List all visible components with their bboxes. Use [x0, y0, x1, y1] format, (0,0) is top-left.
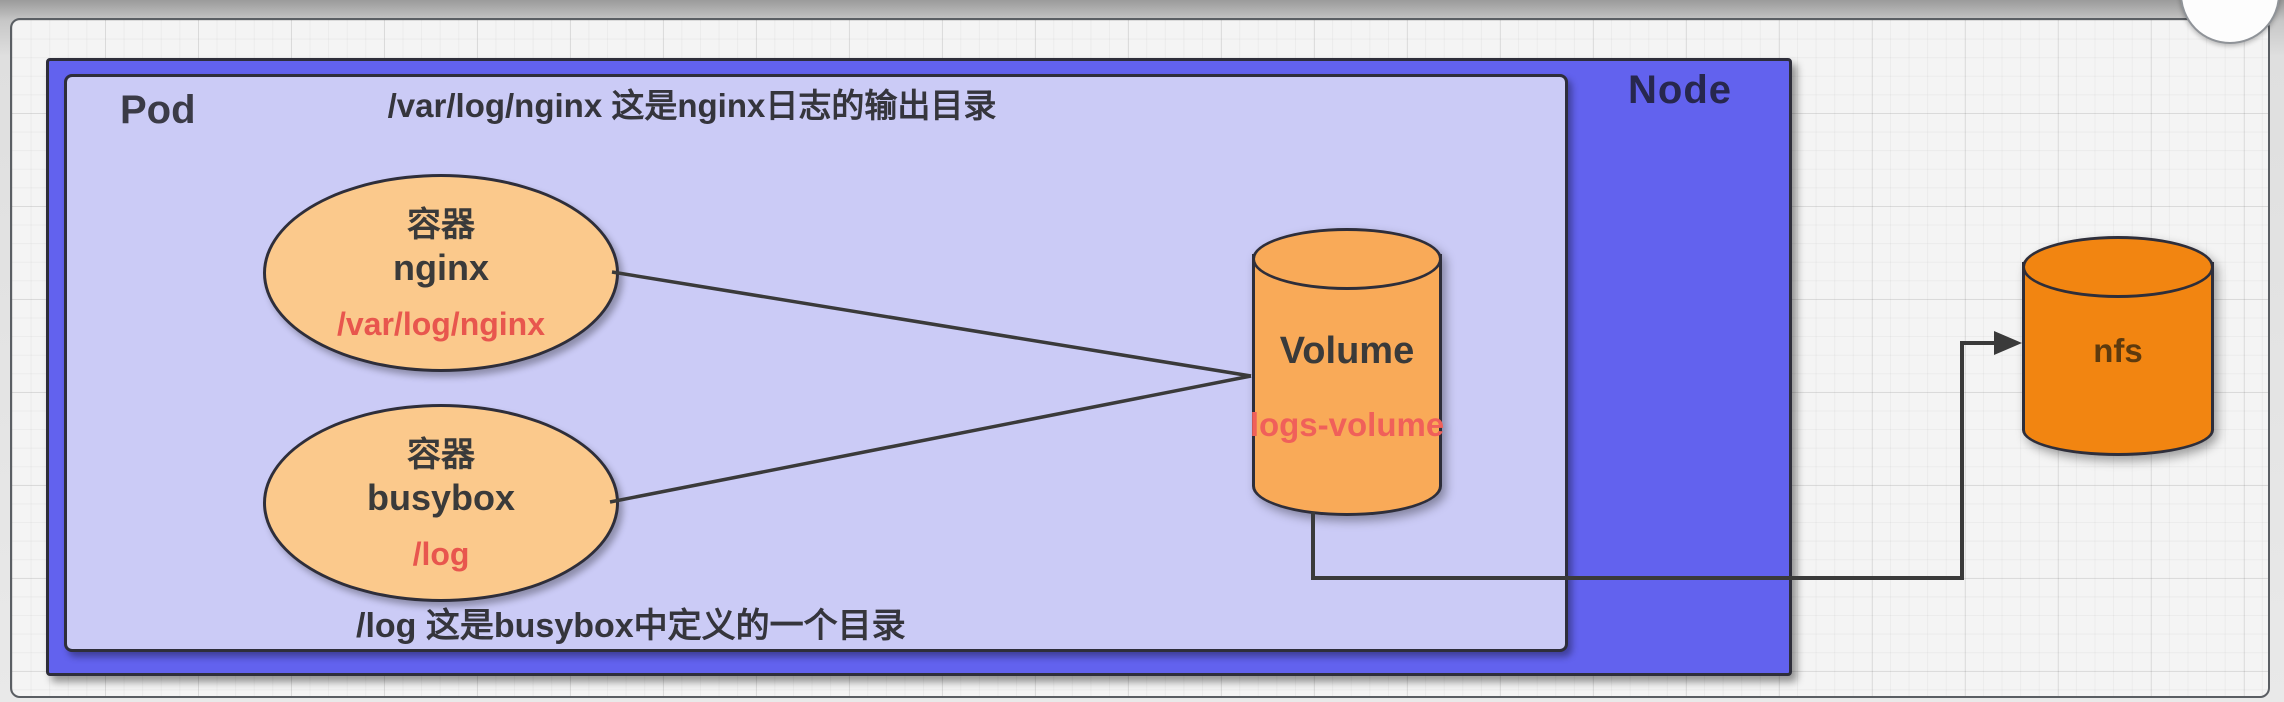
nginx-log-annotation: /var/log/nginx 这是nginx日志的输出目录 [387, 87, 997, 124]
container-nginx: 容器 nginx /var/log/nginx [263, 174, 619, 372]
container-name: nginx [393, 246, 489, 288]
container-mount-path: /log [412, 535, 470, 572]
container-busybox: 容器 busybox /log [263, 404, 619, 602]
nfs-cylinder: nfs [2022, 236, 2214, 456]
container-mount-path: /var/log/nginx [336, 305, 546, 342]
volume-cylinder: Volume logs-volume [1250, 228, 1444, 516]
container-type-label: 容器 [407, 205, 475, 244]
volume-name: logs-volume [1249, 406, 1445, 443]
node-label: Node [1628, 68, 1732, 112]
pod-label: Pod [120, 88, 196, 132]
container-name: busybox [366, 476, 516, 518]
container-type-label: 容器 [407, 435, 475, 474]
volume-cylinder-body [1252, 254, 1442, 516]
nfs-label: nfs [2093, 332, 2143, 369]
busybox-log-annotation: /log 这是busybox中定义的一个目录 [356, 607, 906, 645]
volume-label: Volume [1279, 330, 1415, 372]
nfs-cylinder-top [2022, 236, 2214, 298]
volume-cylinder-top [1252, 228, 1442, 290]
